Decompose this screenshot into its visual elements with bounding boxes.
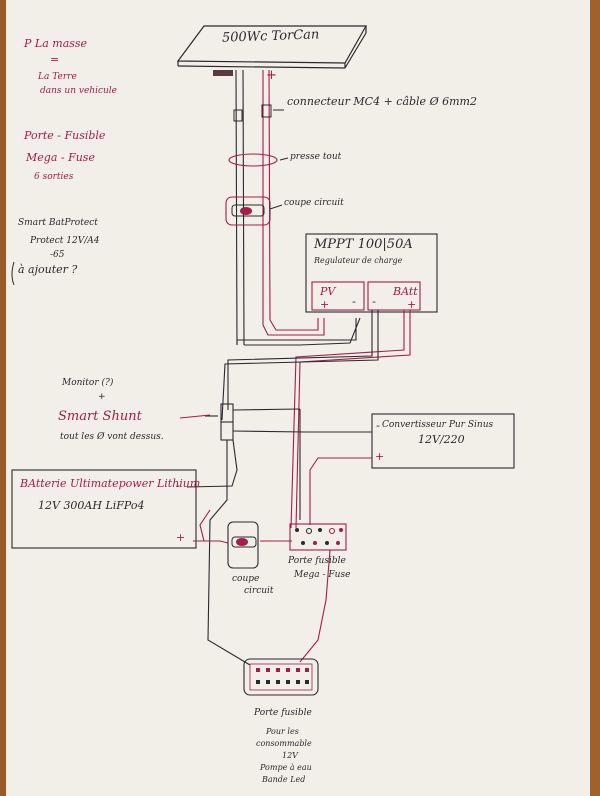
inverter-minus: -: [376, 419, 380, 432]
mppt-subtitle: Regulateur de charge: [314, 256, 403, 265]
mppt-batt-minus: -: [372, 295, 376, 308]
gland-label: presse tout: [290, 152, 342, 162]
black-cable-mppt-battery: [221, 310, 379, 421]
mc4-connector-right: [261, 104, 272, 118]
paper-sheet: [6, 0, 590, 796]
fuse-note-line3: 6 sorties: [34, 172, 74, 182]
red-cable-mppt-battery: [290, 310, 411, 529]
red-cable-battery: [193, 509, 292, 544]
fusebox-desc4: Pompe à eau: [260, 763, 312, 772]
mppt-pv-plus: +: [320, 298, 330, 311]
negative-terminal-mark: [213, 70, 233, 76]
fuse-note-line2: Mega - Fuse: [26, 151, 95, 164]
fuse-note-line1: Porte - Fusible: [24, 129, 106, 142]
ground-note-line1: P La masse: [24, 37, 88, 50]
mppt-pv-label: PV: [320, 285, 336, 298]
battery-label: BAtterie Ultimatepower Lithium: [20, 477, 201, 490]
wood-table-left: [0, 0, 6, 796]
breaker-top-label: coupe circuit: [284, 198, 344, 208]
mc4-connector-left: [233, 109, 243, 122]
fusebox-title: Porte fusible: [254, 708, 312, 718]
battery-spec: 12V 300AH LiFPo4: [38, 499, 145, 512]
monitor-plus: +: [98, 392, 106, 402]
ground-note-line2: La Terre: [38, 72, 77, 82]
ground-note-line3: dans un vehicule: [40, 86, 117, 96]
smart-shunt-sub: tout les Ø vont dessus.: [60, 432, 164, 442]
smart-protect-line4: à ajouter ?: [18, 263, 78, 276]
megafuse-label2: Mega - Fuse: [294, 570, 351, 580]
megafuse-label1: Porte fusible: [288, 556, 346, 566]
positive-sign: +: [266, 68, 277, 83]
smart-protect-line2: Protect 12V/A4: [30, 236, 100, 246]
monitor-note: Monitor (?): [62, 378, 114, 388]
inverter-label: Convertisseur Pur Sinus: [382, 420, 494, 430]
smart-shunt-label: Smart Shunt: [58, 409, 142, 424]
inverter-spec: 12V/220: [418, 433, 465, 446]
mppt-batt-plus: +: [407, 298, 417, 311]
fusebox-desc3: 12V: [282, 751, 298, 760]
fusebox-desc1: Pour les: [266, 727, 299, 736]
cable-gland: [228, 153, 278, 167]
solar-panel: [176, 25, 368, 69]
mppt-title: MPPT 100|50A: [314, 237, 413, 252]
inverter-box: [371, 413, 515, 469]
fusebox-desc2: consommable: [256, 739, 312, 748]
battery-plus: +: [176, 531, 186, 544]
mega-fuse-holder: [289, 523, 347, 551]
fusebox-desc5: Bande Led: [262, 775, 306, 784]
smart-protect-line3: -65: [50, 250, 65, 260]
mppt-pv-minus: -: [352, 295, 356, 308]
mc4-label: connecteur MC4 + câble Ø 6mm2: [287, 95, 477, 108]
battery-minus: -: [176, 479, 180, 492]
circuit-breaker-bottom: [227, 521, 259, 569]
inverter-plus: +: [375, 450, 385, 463]
question-bracket: [11, 261, 15, 286]
smart-protect-line1: Smart BatProtect: [18, 218, 98, 228]
circuit-breaker-top: [225, 196, 283, 226]
battery-box: [11, 469, 197, 549]
ground-note-equals: =: [50, 53, 60, 66]
breaker-bottom-label2: circuit: [244, 586, 274, 596]
smart-shunt: [186, 403, 372, 666]
red-cable-inverter: [309, 457, 372, 525]
red-cable-fusebox: [299, 549, 331, 663]
breaker-bottom-label1: coupe: [232, 574, 260, 584]
fuse-box: [243, 658, 319, 696]
shunt-pointer: [179, 414, 211, 419]
mppt-batt-label: BAtt: [393, 285, 418, 298]
